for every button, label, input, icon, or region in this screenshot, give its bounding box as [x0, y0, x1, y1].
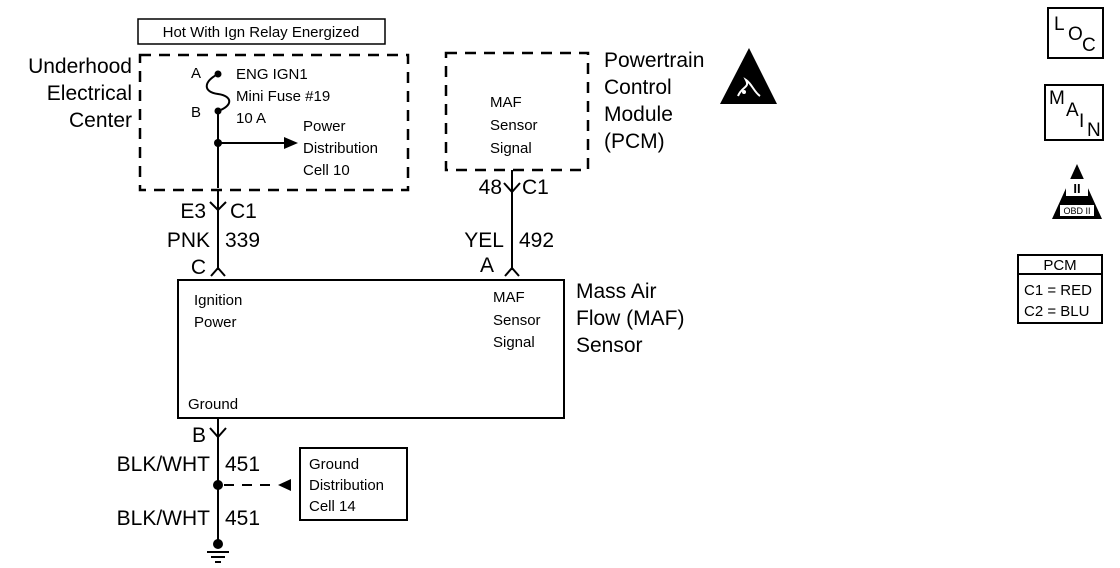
maf-signal-line-3: Signal [493, 334, 535, 351]
fuse-pin-a: A [191, 65, 201, 82]
ground-circuit: B BLK/WHT 451 BLK/WHT 451 [117, 418, 291, 563]
connector-pcm-c1: 48 C1 [479, 170, 549, 199]
underhood-label-2: Electrical [47, 82, 132, 105]
underhood-electrical-center: Underhood Electrical Center A B ENG IGN1… [28, 53, 410, 192]
svg-text:A: A [1066, 100, 1079, 121]
wire-yel-circuit: 492 [519, 229, 554, 252]
wire-pnk-339: PNK 339 C [167, 210, 260, 279]
main-icon: M A I N [1044, 84, 1104, 141]
svg-text:I: I [1079, 111, 1084, 132]
maf-label-2: Flow (MAF) [576, 307, 685, 330]
pcm-label-1: Powertrain [604, 49, 704, 72]
ground-top-circuit: 451 [225, 453, 260, 476]
underhood-label-1: Underhood [28, 55, 132, 78]
svg-text:N: N [1087, 120, 1101, 141]
ground-distribution-line-1: Ground [309, 456, 359, 473]
connector-female-icon [209, 427, 227, 439]
loc-icon: L O C [1047, 7, 1104, 59]
connector-male-icon [210, 266, 226, 277]
maf-signal-line-1: MAF [493, 289, 525, 306]
connector-male-icon [504, 266, 520, 277]
pcm-signal-line-2: Sensor [490, 117, 538, 134]
power-distribution-line-2: Distribution [303, 140, 378, 157]
svg-text:OBD II: OBD II [1063, 206, 1090, 216]
arrow-right-icon [284, 137, 298, 149]
legend-row-c2: C2 = BLU [1024, 303, 1089, 320]
fuse-line-3: 10 A [236, 110, 266, 127]
ground-distribution-box [299, 447, 408, 521]
ground-bottom-circuit: 451 [225, 507, 260, 530]
esd-warning-icon [720, 48, 777, 104]
fuse-line-2: Mini Fuse #19 [236, 88, 330, 105]
ground-bottom-color: BLK/WHT [117, 507, 211, 530]
connector-c1-left-label: C1 [230, 200, 257, 223]
wire-pnk-circuit: 339 [225, 229, 260, 252]
maf-label-1: Mass Air [576, 280, 657, 303]
connector-48-label: 48 [479, 176, 502, 199]
wire-yel-492: YEL 492 A [464, 192, 554, 277]
wire-yel-color: YEL [464, 229, 504, 252]
relay-note-box [137, 18, 386, 45]
pcm-label-2: Control [604, 76, 672, 99]
maf-sensor-box [177, 279, 565, 419]
legend-title: PCM [1043, 257, 1076, 274]
connector-e3-c1: E3 C1 [180, 190, 257, 223]
arrow-left-icon [278, 479, 291, 491]
obd-ii-icon: II OBD II [1052, 164, 1102, 219]
sensor-pin-c: C [191, 256, 206, 279]
maf-sensor: Ignition Power MAF Sensor Signal Ground … [177, 279, 685, 419]
ground-top-color: BLK/WHT [117, 453, 211, 476]
fuse-icon [205, 73, 231, 112]
sensor-ground-label: Ground [188, 396, 238, 413]
relay-note-text: Hot With Ign Relay Energized [163, 24, 360, 41]
power-distribution-line-3: Cell 10 [303, 162, 350, 179]
sensor-pin-a: A [480, 254, 494, 277]
svg-text:C: C [1082, 35, 1096, 56]
svg-text:O: O [1068, 24, 1083, 45]
underhood-center-boundary [138, 53, 410, 192]
connector-c1-right-label: C1 [522, 176, 549, 199]
ground-distribution-cell: Ground Distribution Cell 14 [299, 447, 408, 521]
maf-signal-line-2: Sensor [493, 312, 541, 329]
pcm-signal-line-1: MAF [490, 94, 522, 111]
ignition-power-line-2: Power [194, 314, 237, 331]
connector-e3-label: E3 [180, 200, 206, 223]
fuse-line-1: ENG IGN1 [236, 66, 308, 83]
pcm-module: MAF Sensor Signal Powertrain Control Mod… [444, 48, 777, 172]
pcm-label-4: (PCM) [604, 130, 665, 153]
pcm-connector-legend: PCM C1 = RED C2 = BLU [1017, 254, 1103, 324]
svg-text:L: L [1054, 14, 1065, 35]
legend-row-c1: C1 = RED [1024, 282, 1092, 299]
pcm-boundary [444, 51, 590, 172]
splice-ground [213, 480, 223, 490]
sensor-pin-b: B [192, 424, 206, 447]
svg-text:II: II [1073, 181, 1080, 196]
ground-distribution-line-2: Distribution [309, 477, 384, 494]
power-distribution-line-1: Power [303, 118, 346, 135]
wire-pnk-color: PNK [167, 229, 210, 252]
pcm-label-3: Module [604, 103, 673, 126]
svg-text:M: M [1049, 88, 1065, 109]
ground-symbol-icon [207, 539, 229, 563]
ground-distribution-line-3: Cell 14 [309, 498, 356, 515]
relay-note: Hot With Ign Relay Energized [137, 18, 386, 45]
maf-label-3: Sensor [576, 334, 643, 357]
underhood-label-3: Center [69, 109, 132, 132]
fuse-pin-b: B [191, 104, 201, 121]
pcm-signal-line-3: Signal [490, 140, 532, 157]
ignition-power-line-1: Ignition [194, 292, 242, 309]
